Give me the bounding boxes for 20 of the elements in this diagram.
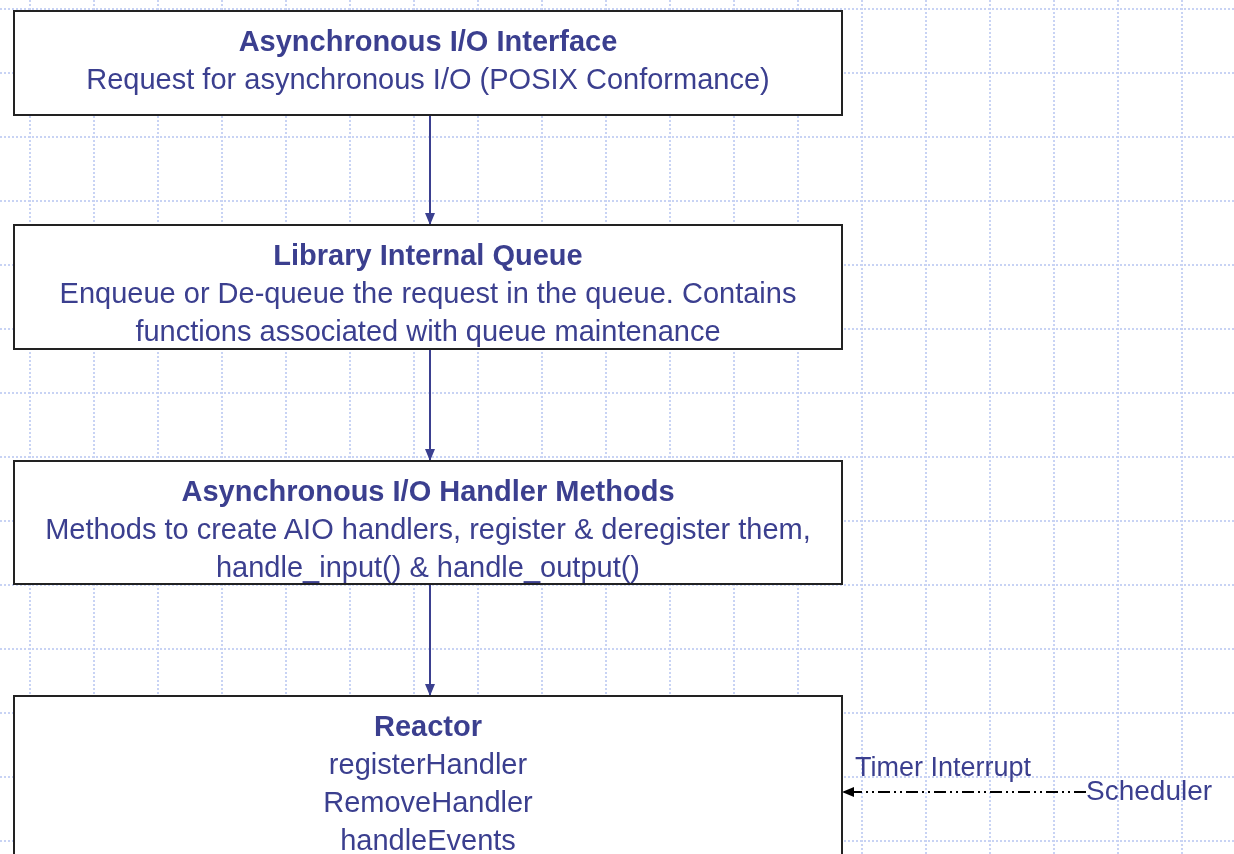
box-text: Request for asynchronous I/O (POSIX Conformance) xyxy=(85,62,771,97)
box-text: registerHandler xyxy=(327,747,529,782)
process-box xyxy=(13,460,843,585)
box-text: handleEvents xyxy=(339,823,517,854)
arrow xyxy=(842,787,1087,797)
process-box xyxy=(13,695,843,854)
arrow xyxy=(425,115,435,225)
box-text: RemoveHandler xyxy=(322,785,534,820)
box-heading: Asynchronous I/O Interface xyxy=(238,24,618,59)
box-text: Enqueue or De-queue the request in the queue. Contains functions associated with queue maintenance xyxy=(58,276,798,349)
edge-label: Timer Interrupt xyxy=(855,751,1032,783)
box-heading: Reactor xyxy=(374,709,482,744)
process-box xyxy=(13,224,843,350)
process-box xyxy=(13,10,843,116)
box-heading: Library Internal Queue xyxy=(273,238,583,273)
box-text: Methods to create AIO handlers, register & deregister them, handle_input() & handle_output() xyxy=(44,512,812,585)
arrow xyxy=(425,584,435,696)
box-heading: Asynchronous I/O Handler Methods xyxy=(181,474,675,509)
arrow xyxy=(425,349,435,461)
node-label: Scheduler xyxy=(1086,773,1234,809)
